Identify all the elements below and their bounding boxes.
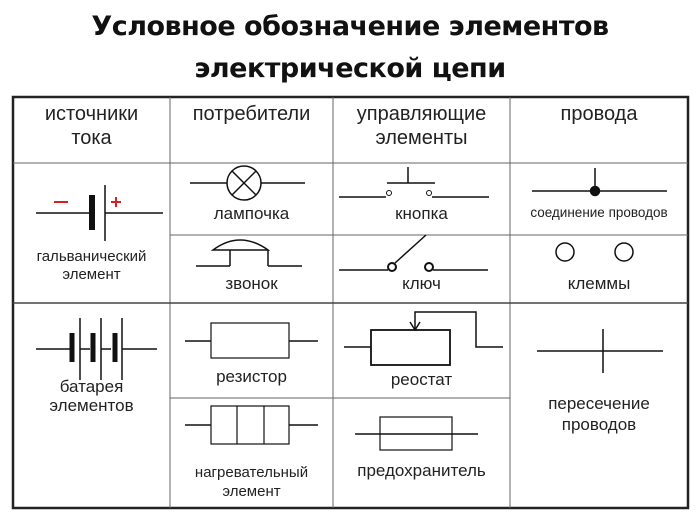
- wire-junction-symbol: [532, 168, 667, 197]
- header-wires: провода: [560, 103, 638, 125]
- heating-element-symbol: [185, 405, 318, 445]
- header-sources: источники тока: [44, 103, 139, 149]
- lamp-label: лампочка: [213, 204, 290, 223]
- galvanic-cell-symbol: [36, 185, 163, 241]
- header-consumers: потребители: [192, 103, 311, 125]
- rheostat-label: реостат: [390, 370, 453, 389]
- bell-label: звонок: [225, 274, 278, 293]
- heating-element-label: нагревательный элемент: [194, 464, 309, 500]
- fuse-label: предохранитель: [357, 461, 486, 480]
- battery-label: батарея элементов: [49, 377, 134, 415]
- wire-crossing-label: пересечение проводов: [548, 394, 650, 434]
- galvanic-cell-label: гальванический элемент: [36, 248, 147, 283]
- resistor-symbol: [185, 322, 318, 359]
- lamp-symbol: [190, 165, 305, 201]
- button-label: кнопка: [395, 204, 448, 223]
- wire-crossing-symbol: [537, 329, 663, 373]
- title-line-1: Условное обозначение элементов: [91, 11, 609, 42]
- fuse-symbol: [355, 416, 478, 451]
- header-control-elements: управляющие элементы: [356, 103, 487, 149]
- page-title: Условное обозначение элементов электриче…: [0, 6, 700, 90]
- terminals-label: клеммы: [567, 274, 631, 293]
- switch-symbol: [339, 234, 488, 272]
- rheostat-symbol: [344, 311, 503, 366]
- switch-label: ключ: [402, 274, 441, 293]
- plus-sign-icon: [111, 197, 121, 207]
- terminals-symbol: [555, 242, 634, 262]
- wire-junction-label: соединение проводов: [530, 205, 668, 220]
- push-button-symbol: [339, 167, 489, 198]
- bell-symbol: [196, 239, 302, 267]
- battery-symbol: [36, 318, 157, 380]
- title-line-2: электрической цепи: [194, 53, 506, 84]
- resistor-label: резистор: [216, 367, 287, 386]
